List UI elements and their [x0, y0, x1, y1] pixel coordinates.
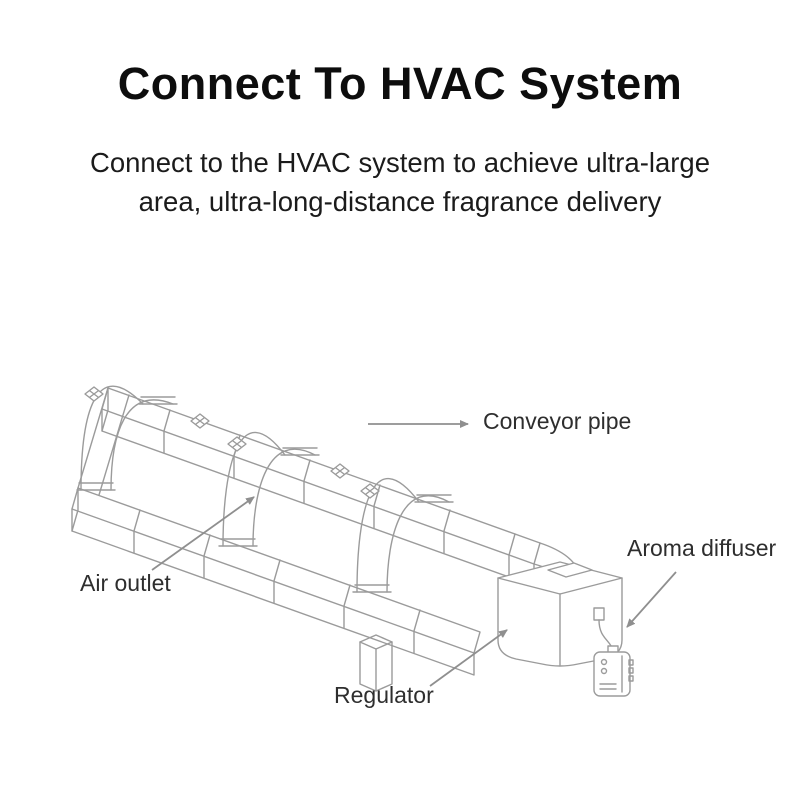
clamp-icon — [227, 436, 247, 452]
duct-left-end-cap — [77, 387, 130, 496]
inlet-slot — [547, 562, 593, 578]
duct-clamps — [84, 386, 380, 499]
hvac-diagram-svg — [71, 385, 677, 697]
clamp-icon — [330, 463, 350, 479]
subtitle-line-2: area, ultra-long-distance fragrance deli… — [138, 186, 662, 218]
arrow-aroma-diffuser — [626, 571, 677, 628]
label-air-outlet: Air outlet — [80, 570, 171, 596]
clamp-icon — [360, 483, 380, 499]
plug — [593, 607, 605, 621]
label-aroma-diffuser: Aroma diffuser — [627, 535, 777, 561]
arrow-air-outlet — [151, 496, 255, 571]
page-subtitle: Connect to the HVAC system to achieve ul… — [30, 143, 770, 221]
clamp-icon — [84, 386, 104, 402]
arrow-regulator — [429, 629, 508, 687]
duct-front-rail — [71, 487, 481, 676]
label-regulator: Regulator — [334, 682, 434, 708]
callout-arrows — [151, 420, 677, 687]
support-leg — [359, 634, 393, 692]
clamp-icon — [190, 413, 210, 429]
label-conveyor-pipe: Conveyor pipe — [483, 408, 632, 434]
subtitle-line-1: Connect to the HVAC system to achieve ul… — [89, 147, 711, 178]
regulator-box — [497, 561, 623, 667]
page-title: Connect To HVAC System — [117, 58, 683, 109]
aroma-diffuser-device — [593, 645, 634, 697]
hvac-duct-drawing — [71, 385, 634, 697]
